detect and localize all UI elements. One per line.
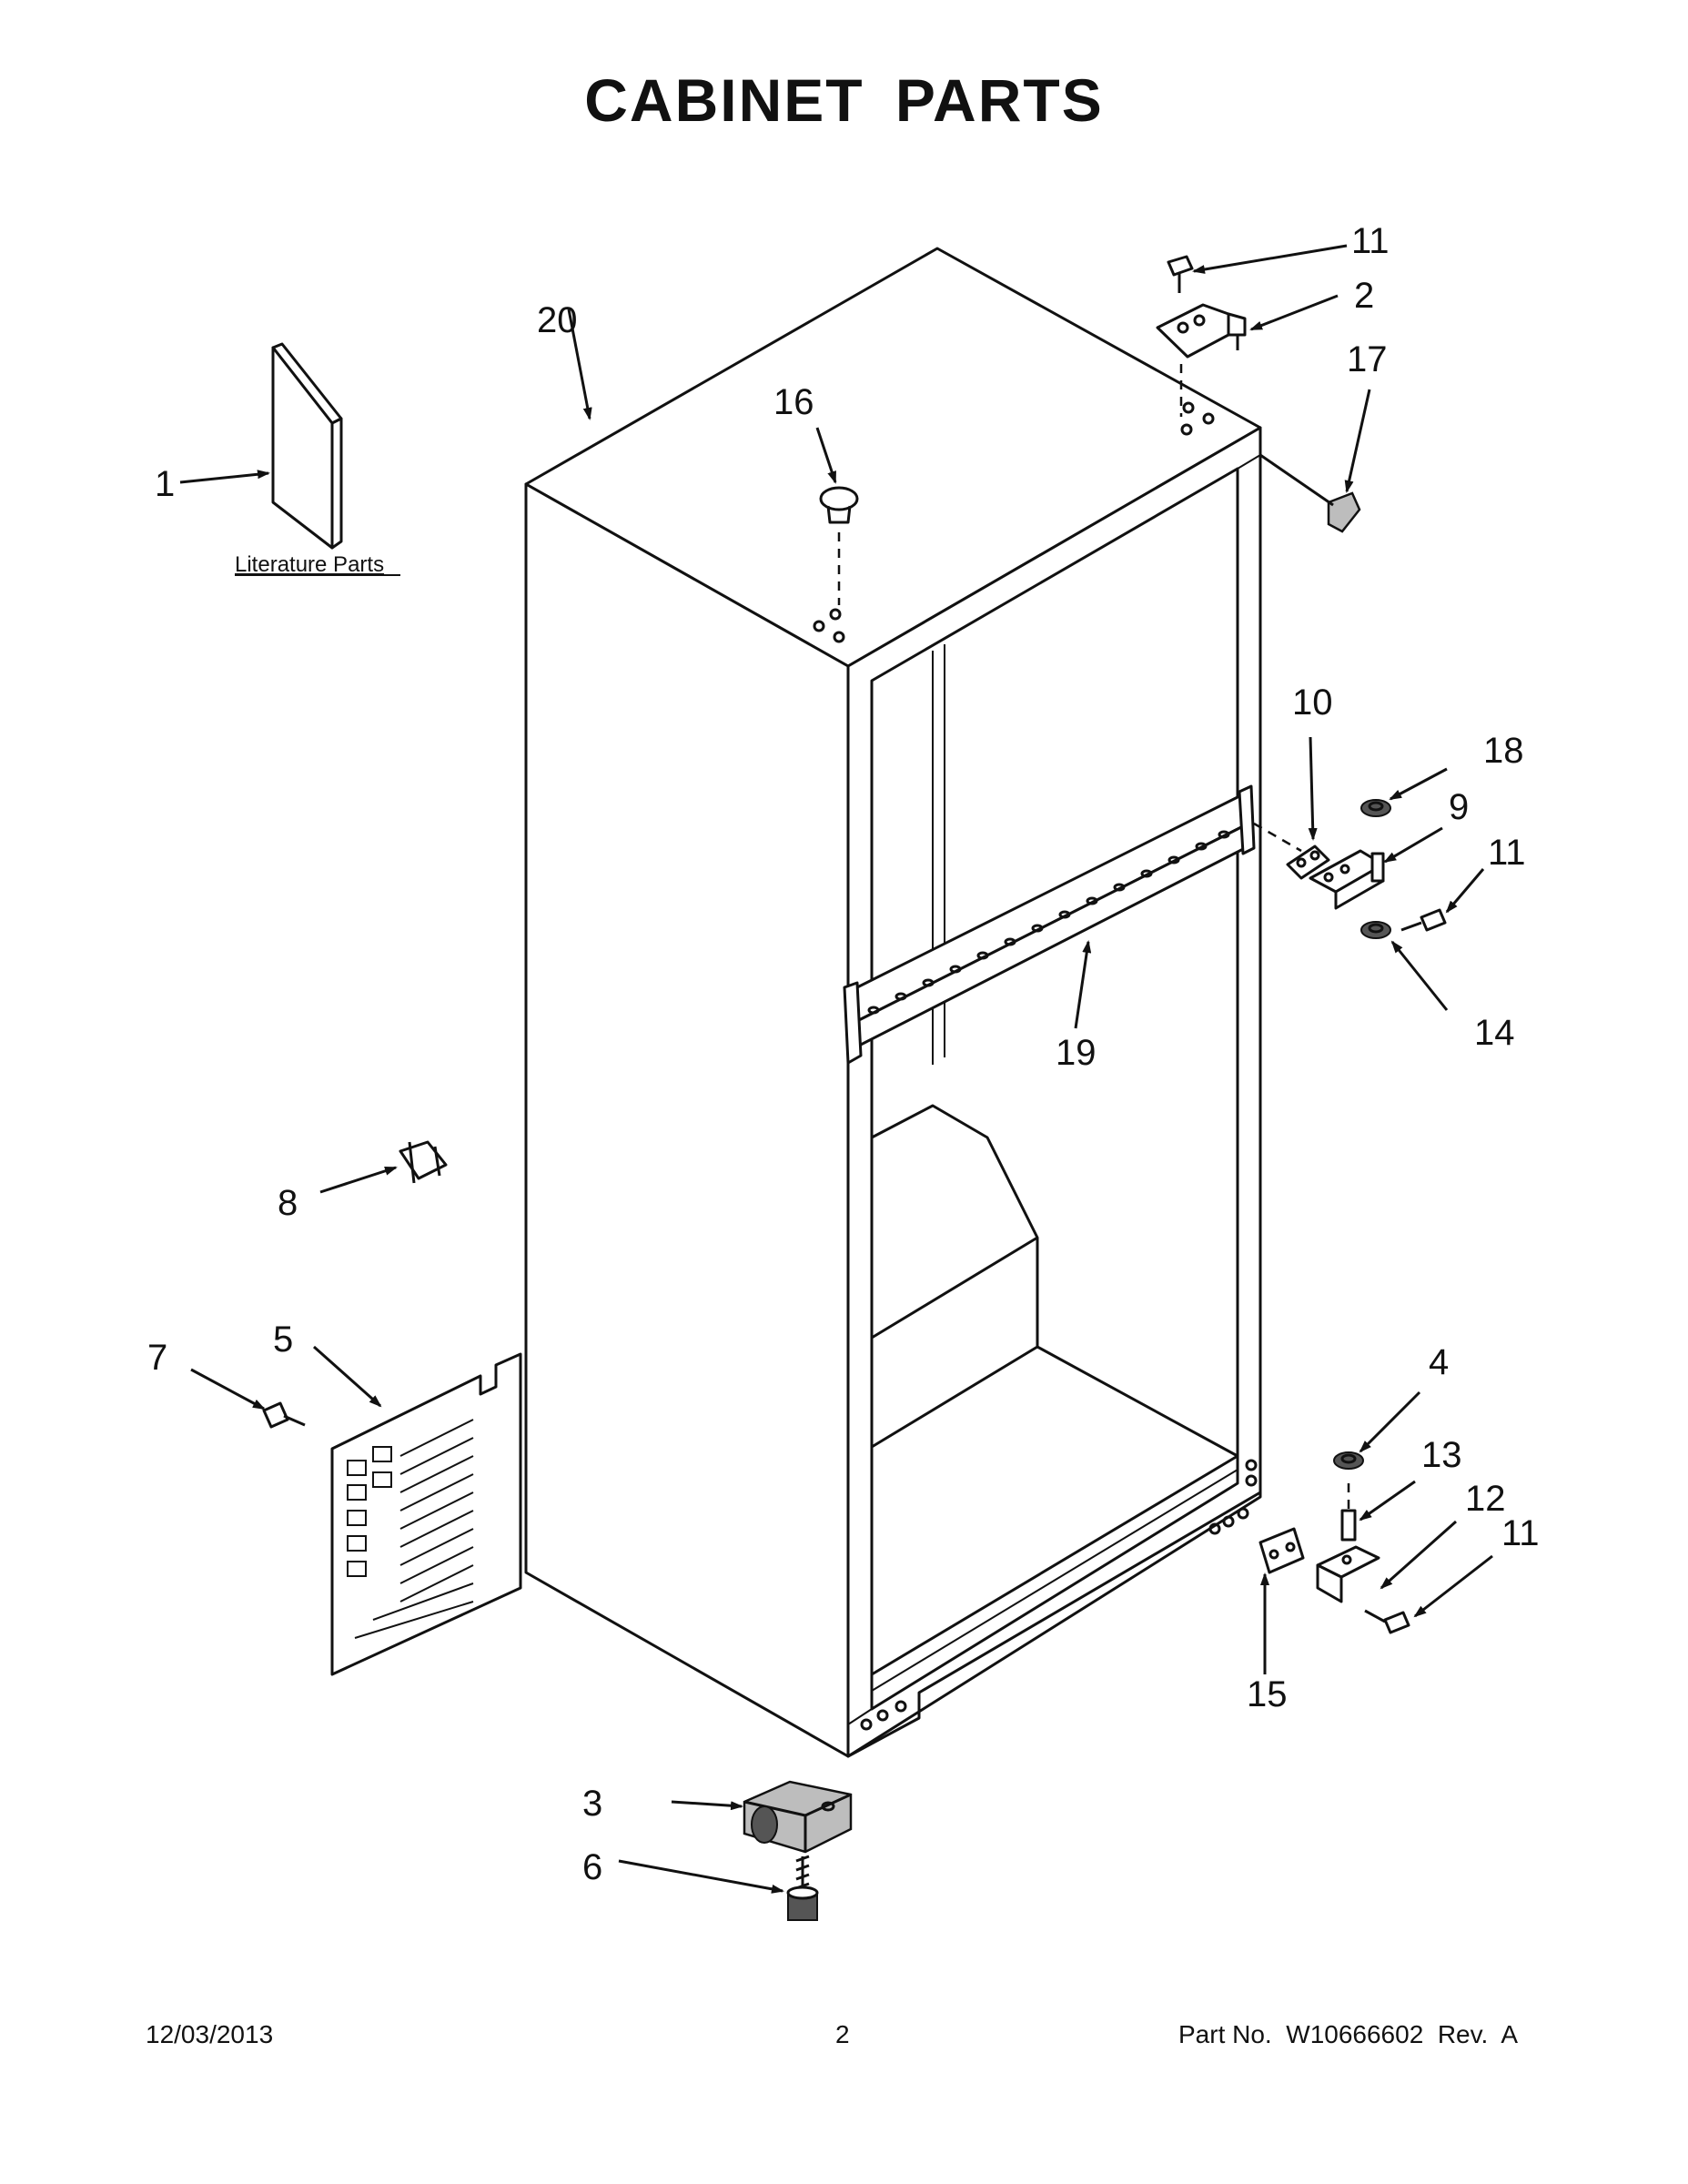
bottom-hinge-washer xyxy=(1333,1451,1364,1470)
front-roller xyxy=(743,1780,853,1854)
callout-11-bottom: 11 xyxy=(1501,1513,1540,1553)
panel-screw xyxy=(262,1401,306,1429)
leader-arrows xyxy=(179,244,1493,1894)
callout-20: 20 xyxy=(537,300,578,340)
leveling-leg xyxy=(786,1855,819,1921)
top-hinge xyxy=(1156,303,1247,359)
callout-7: 7 xyxy=(147,1338,167,1378)
center-hinge-shim xyxy=(1286,844,1330,880)
callout-2: 2 xyxy=(1354,276,1374,316)
callout-15: 15 xyxy=(1247,1674,1288,1714)
callout-3: 3 xyxy=(582,1784,602,1824)
footer-date: 12/03/2013 xyxy=(146,2020,274,2048)
callout-13: 13 xyxy=(1421,1435,1462,1475)
center-hinge-bracket xyxy=(1309,849,1385,910)
callout-9: 9 xyxy=(1449,787,1469,827)
callout-17: 17 xyxy=(1347,339,1388,379)
top-plug xyxy=(819,486,859,524)
center-hinge-bar xyxy=(843,784,1256,1065)
bottom-hinge-pin xyxy=(1340,1483,1357,1542)
center-hinge-screw xyxy=(1400,908,1447,932)
literature-booklet xyxy=(271,342,343,550)
cabinet-shell xyxy=(524,247,1262,1758)
callout-5: 5 xyxy=(273,1320,293,1360)
bottom-hinge-screw xyxy=(1364,1609,1410,1634)
footer-part-number: Part No. W10666602 Rev. A xyxy=(1178,2020,1519,2048)
center-hinge-washer-top xyxy=(1360,799,1391,817)
callout-6: 6 xyxy=(582,1847,602,1887)
literature-parts-label: Literature Parts xyxy=(235,552,384,577)
callout-1: 1 xyxy=(155,464,175,504)
page-title: CABINET PARTS xyxy=(584,66,1104,134)
top-hinge-screw xyxy=(1167,255,1194,293)
rear-access-panel xyxy=(330,1352,522,1676)
footer-page-number: 2 xyxy=(835,2020,850,2048)
bottom-hinge xyxy=(1316,1545,1380,1603)
callout-11-top: 11 xyxy=(1351,221,1390,261)
callout-10: 10 xyxy=(1292,682,1333,723)
center-hinge-washer-bottom xyxy=(1360,921,1391,939)
callout-8: 8 xyxy=(278,1183,298,1223)
callout-4: 4 xyxy=(1429,1342,1449,1382)
callout-14: 14 xyxy=(1474,1013,1515,1053)
bottom-hinge-shim xyxy=(1258,1527,1305,1574)
callout-19: 19 xyxy=(1056,1033,1097,1073)
callout-11-center: 11 xyxy=(1488,833,1526,873)
hinge-cover xyxy=(1327,491,1361,533)
wire-clip xyxy=(399,1140,448,1184)
callout-12: 12 xyxy=(1465,1479,1506,1519)
callout-16: 16 xyxy=(773,382,814,422)
callout-18: 18 xyxy=(1483,731,1524,771)
